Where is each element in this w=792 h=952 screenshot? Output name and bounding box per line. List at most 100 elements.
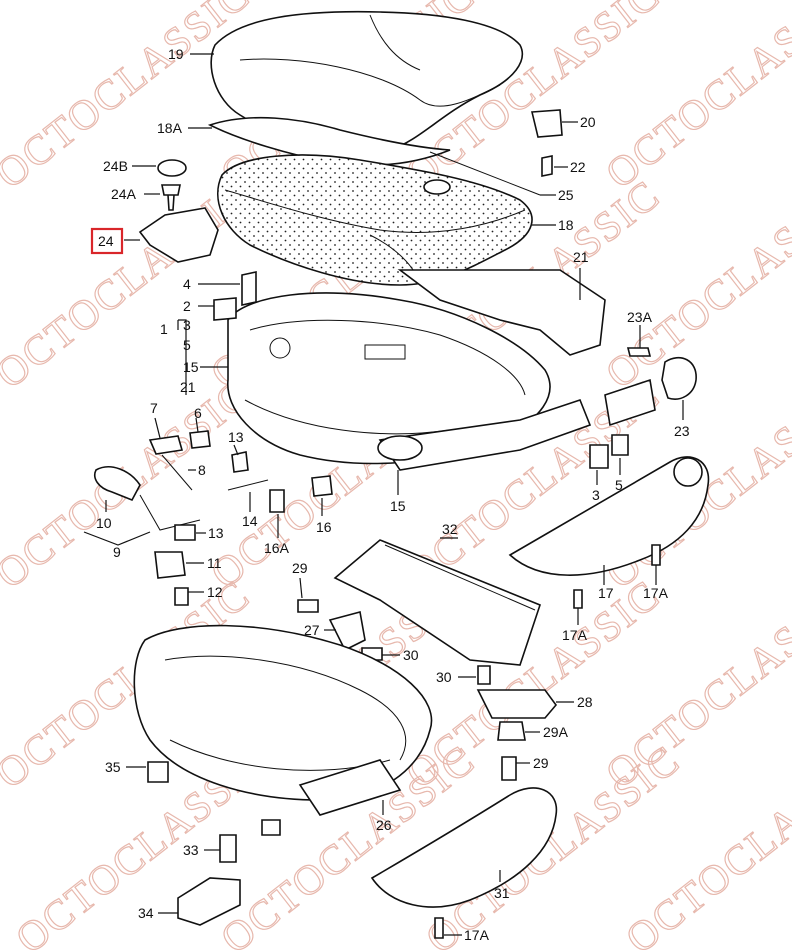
callout-15: 15 bbox=[183, 359, 199, 375]
part-seat-cushion bbox=[217, 154, 533, 286]
part-lower-frame bbox=[133, 624, 433, 836]
callout-24b: 24B bbox=[103, 158, 128, 174]
callout-26: 26 bbox=[376, 817, 392, 833]
leader-lines bbox=[83, 53, 684, 936]
callout-3: 3 bbox=[183, 317, 191, 333]
part-clip-13 bbox=[231, 451, 249, 473]
callout-11: 11 bbox=[207, 555, 222, 571]
callout-18: 18 bbox=[558, 217, 574, 233]
callout-25: 25 bbox=[558, 187, 574, 203]
callout-14: 14 bbox=[242, 513, 258, 529]
part-seat-frame bbox=[227, 292, 592, 471]
callout-29b: 29 bbox=[533, 755, 549, 771]
callout-24: 24 bbox=[98, 233, 114, 249]
part-nut-30b bbox=[477, 665, 491, 685]
part-bracket-21 bbox=[397, 269, 606, 356]
part-clip-6 bbox=[189, 430, 211, 449]
part-clip-2 bbox=[213, 297, 237, 321]
callout-29: 29 bbox=[292, 560, 308, 576]
callout-17: 17 bbox=[598, 585, 614, 601]
callout-30b: 30 bbox=[436, 669, 452, 685]
callout-22: 22 bbox=[570, 159, 586, 175]
callout-5: 5 bbox=[183, 337, 191, 353]
callout-17a-b: 17A bbox=[562, 627, 588, 643]
callout-24a: 24A bbox=[111, 186, 137, 202]
callout-20: 20 bbox=[580, 114, 596, 130]
callout-labels: 19 18A 20 24B 22 24A 25 18 24 21 4 2 1 3… bbox=[96, 46, 690, 943]
part-bolt-24a bbox=[161, 184, 181, 211]
callout-15b: 15 bbox=[390, 498, 406, 514]
callout-2: 2 bbox=[183, 298, 191, 314]
callout-31: 31 bbox=[494, 885, 510, 901]
part-bolt-33 bbox=[219, 834, 237, 863]
callout-16a: 16A bbox=[264, 540, 290, 556]
part-bolt-23a bbox=[626, 347, 652, 357]
part-link-9 bbox=[139, 494, 201, 531]
part-cap-24b bbox=[157, 159, 187, 177]
callout-7: 7 bbox=[150, 400, 158, 416]
part-clip-4 bbox=[241, 271, 257, 306]
callout-23a: 23A bbox=[627, 309, 653, 325]
callout-18a: 18A bbox=[157, 120, 183, 136]
part-clip-3 bbox=[589, 444, 609, 469]
callout-21: 21 bbox=[573, 249, 589, 265]
callout-21b: 21 bbox=[180, 379, 196, 395]
part-trim-24 bbox=[138, 207, 219, 263]
part-seat-cover bbox=[210, 10, 524, 154]
part-screw-17a-c bbox=[434, 917, 444, 939]
callout-28: 28 bbox=[577, 694, 593, 710]
callout-27: 27 bbox=[304, 622, 320, 638]
callout-6: 6 bbox=[194, 405, 202, 421]
callout-34: 34 bbox=[138, 905, 154, 921]
part-clip-5 bbox=[611, 434, 629, 456]
highlight-box-24[interactable] bbox=[90, 227, 124, 255]
part-pad-18a bbox=[207, 116, 451, 166]
part-bolt-12 bbox=[174, 587, 189, 606]
part-clip-20 bbox=[531, 109, 563, 138]
callout-9: 9 bbox=[113, 544, 121, 560]
part-bolt-29 bbox=[297, 599, 319, 613]
part-clip-29a bbox=[497, 721, 526, 741]
part-bracket-11 bbox=[154, 551, 186, 579]
callout-12: 12 bbox=[207, 584, 223, 600]
callout-1: 1 bbox=[160, 321, 168, 337]
part-handle-7 bbox=[148, 435, 184, 455]
part-clip-16 bbox=[311, 475, 333, 497]
callout-29a: 29A bbox=[543, 724, 569, 740]
callout-23: 23 bbox=[674, 423, 690, 439]
part-screw-17a-b bbox=[573, 589, 583, 609]
callout-19: 19 bbox=[168, 46, 184, 62]
callout-13: 13 bbox=[228, 429, 244, 445]
part-rod-25 bbox=[429, 151, 541, 196]
part-trim-31 bbox=[370, 787, 558, 908]
part-tray-32 bbox=[333, 539, 541, 666]
part-plate bbox=[604, 378, 656, 427]
part-bolt-29b bbox=[501, 756, 517, 781]
part-bush-13b bbox=[174, 524, 196, 541]
callout-16: 16 bbox=[316, 519, 332, 535]
callout-32: 32 bbox=[442, 521, 458, 537]
callout-3b: 3 bbox=[592, 487, 600, 503]
part-side-trim-hole bbox=[673, 457, 703, 487]
callout-33: 33 bbox=[183, 842, 199, 858]
part-cap-34 bbox=[177, 877, 241, 926]
callout-4: 4 bbox=[183, 276, 191, 292]
part-screw-17a bbox=[651, 544, 661, 566]
part-hook-22 bbox=[541, 155, 553, 177]
callout-10: 10 bbox=[96, 515, 112, 531]
part-spring-14 bbox=[227, 479, 269, 491]
callout-5b: 5 bbox=[615, 477, 623, 493]
part-handle-28 bbox=[476, 689, 558, 719]
part-latch-23 bbox=[661, 356, 697, 400]
callout-17a-c: 17A bbox=[464, 927, 490, 943]
callout-13b: 13 bbox=[208, 525, 224, 541]
callout-30: 30 bbox=[403, 647, 419, 663]
part-spring-8 bbox=[161, 454, 193, 491]
callout-17a: 17A bbox=[643, 585, 669, 601]
part-lever-10 bbox=[94, 466, 141, 502]
part-cap-16a bbox=[269, 489, 285, 513]
callout-8: 8 bbox=[198, 462, 206, 478]
callout-35: 35 bbox=[105, 759, 121, 775]
